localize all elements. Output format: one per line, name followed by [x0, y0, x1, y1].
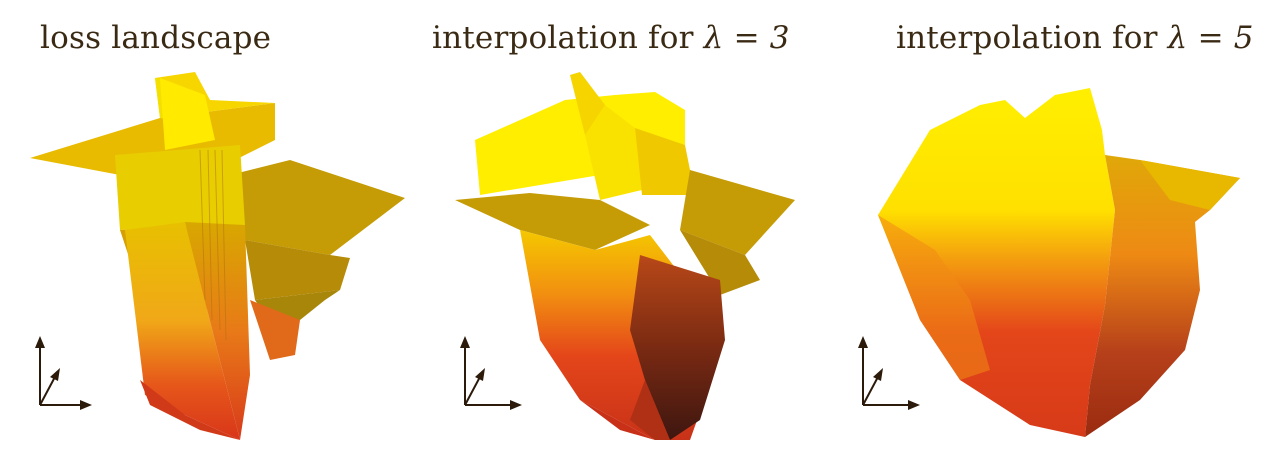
surface-lambda-3 — [455, 72, 795, 440]
axes-triad-2 — [460, 336, 522, 410]
panel-title-lambda-5: interpolation for λ = 5 — [896, 20, 1254, 56]
panel-interpolation-lambda-3: interpolation for λ = 3 — [420, 0, 840, 458]
panel-loss-landscape: loss landscape — [0, 0, 420, 458]
panel-title-lambda-3: interpolation for λ = 3 — [432, 20, 790, 56]
surface-lambda-5 — [858, 88, 1240, 437]
panel-interpolation-lambda-5: interpolation for λ = 5 — [840, 0, 1281, 458]
panel-title-loss-landscape: loss landscape — [40, 20, 272, 56]
surface-loss-landscape — [30, 72, 405, 440]
axes-triad-3 — [858, 336, 920, 410]
axes-triad-1 — [35, 336, 92, 410]
